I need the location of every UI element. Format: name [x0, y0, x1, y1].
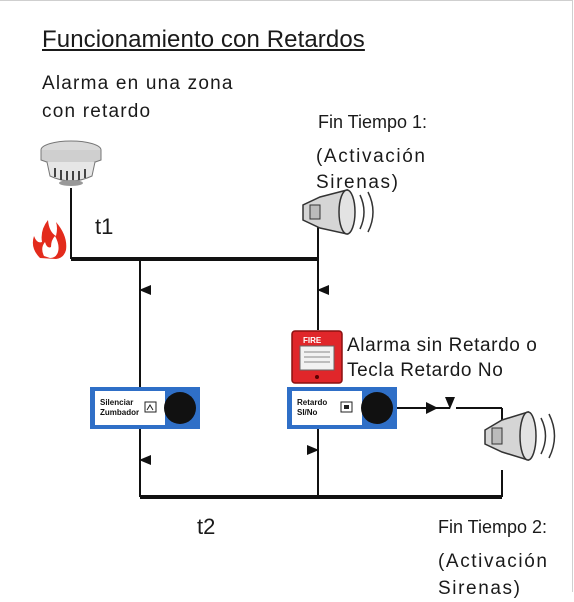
delay-panel-line1: Retardo: [297, 398, 327, 407]
silence-panel-line1: Silenciar: [100, 398, 133, 407]
smoke-detector-icon: [40, 140, 102, 186]
no-delay-alarm-line2: Tecla Retardo No: [347, 360, 504, 381]
arrow-right-icon: [426, 402, 438, 414]
call-point-label: FIRE: [303, 336, 322, 345]
no-delay-alarm-line1: Alarma sin Retardo o: [347, 335, 538, 356]
activation-1-line2: Sirenas): [316, 172, 400, 193]
activation-2-line2: Sirenas): [438, 578, 522, 599]
manual-call-point-icon: FIRE: [291, 330, 343, 384]
delay-alarm-line1: Alarma en una zona: [42, 73, 234, 94]
delay-button-panel: Retardo SI/No: [287, 387, 397, 429]
flame-icon: [32, 220, 67, 259]
delay-panel-line2: SI/No: [297, 408, 318, 417]
t2-label: t2: [197, 514, 216, 539]
end-time-2-label: Fin Tiempo 2:: [438, 517, 548, 537]
silence-panel-line2: Zumbador: [100, 408, 139, 417]
activation-2-line1: (Activación: [438, 551, 549, 572]
end-time-1-label: Fin Tiempo 1:: [318, 112, 428, 132]
siren-speaker-icon: [302, 189, 374, 235]
no-delay-alarm-label: Alarma sin Retardo o Tecla Retardo No: [347, 333, 537, 383]
activation-1-line1: (Activación: [316, 146, 427, 167]
diagram-title: Funcionamiento con Retardos: [42, 26, 365, 53]
silence-buzzer-panel: Silenciar Zumbador: [90, 387, 200, 429]
activation-2-label: (Activación Sirenas): [438, 548, 549, 602]
t1-label: t1: [95, 214, 114, 239]
activation-1-label: (Activación Sirenas): [316, 144, 427, 196]
delay-alarm-line2: con retardo: [42, 101, 152, 122]
siren-speaker-icon: [484, 410, 556, 462]
delay-alarm-label: Alarma en una zona con retardo: [42, 70, 234, 126]
